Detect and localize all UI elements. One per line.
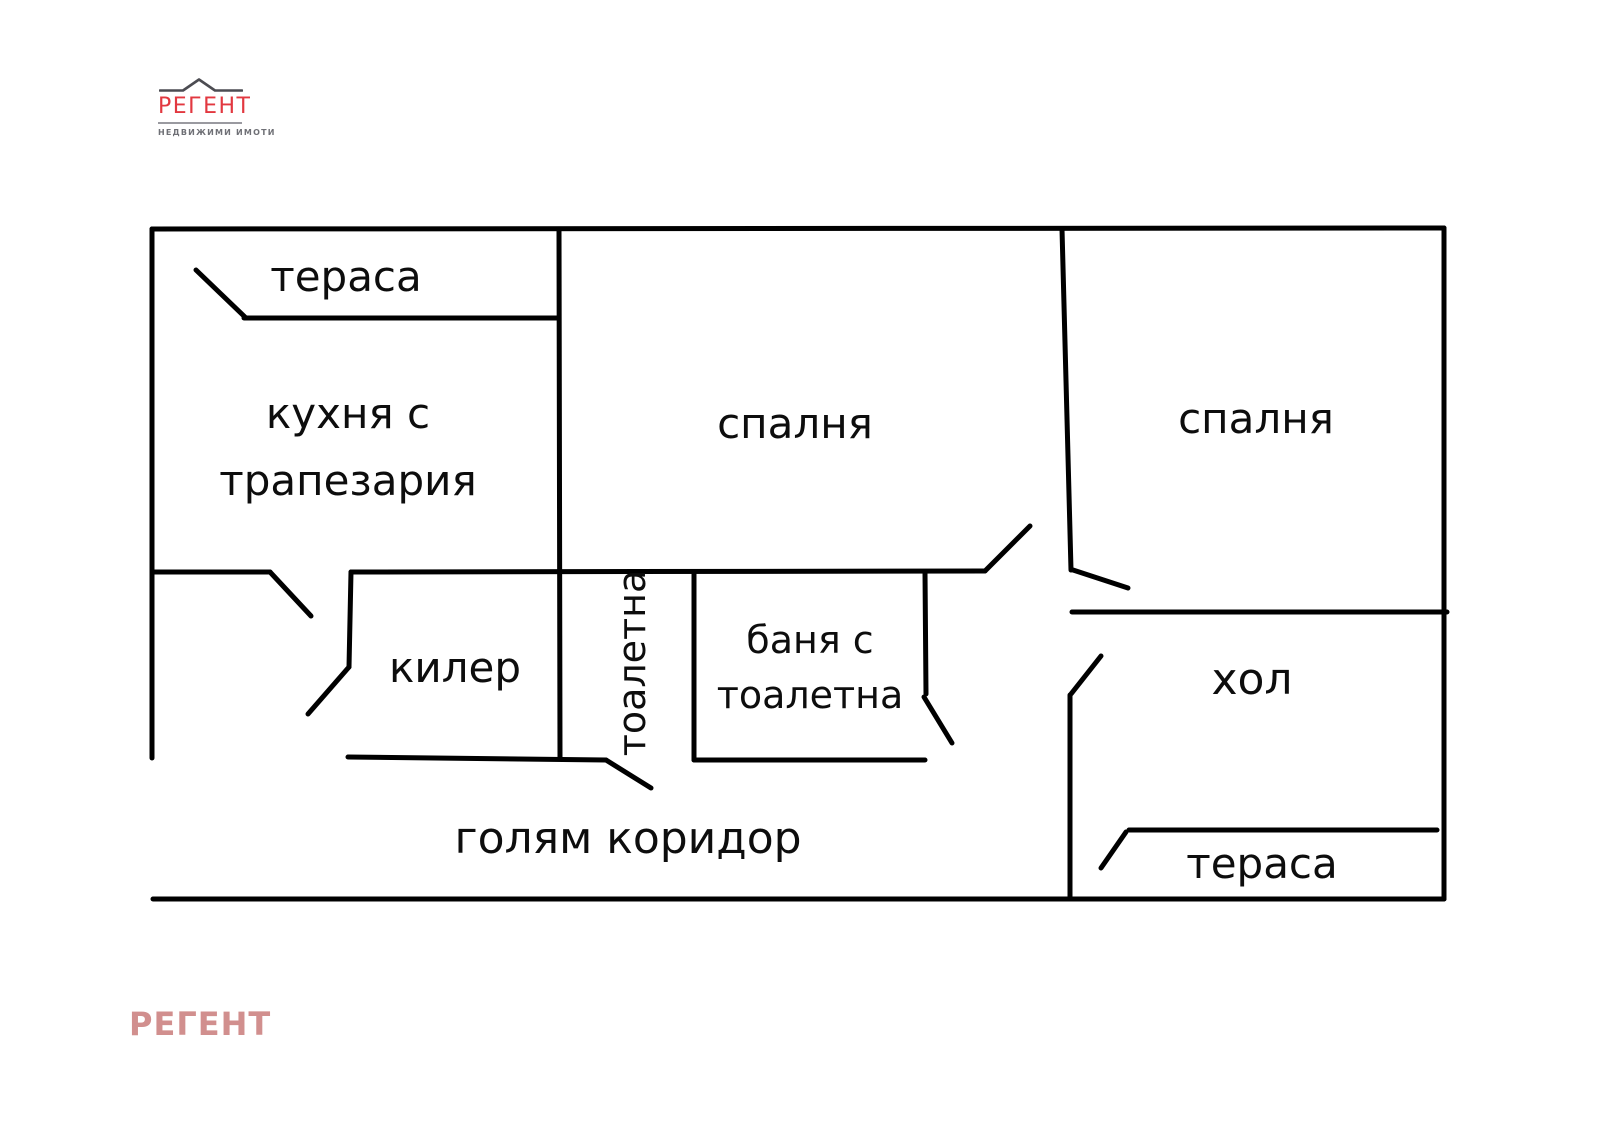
room-label-toilet: тоалетна [610, 569, 654, 757]
door-kitchen [267, 569, 314, 619]
door-hall [1068, 653, 1104, 697]
room-label-bedroom-middle: спалня [717, 399, 873, 448]
room-label-bedroom-right: спалня [1178, 394, 1334, 443]
wall-kitchen-bedroom-divider [556, 226, 563, 761]
door-bathroom [921, 694, 955, 746]
door-toilet [603, 757, 654, 791]
wall-outer-top [149, 225, 1447, 232]
door-bedroom-middle [982, 523, 1033, 574]
door-terrace-bottom [1098, 829, 1129, 871]
door-pantry [305, 664, 352, 717]
room-label-hall: хол [1211, 654, 1293, 705]
room-label-bathroom-line1: баня с [746, 618, 874, 662]
wall-bathroom-right [922, 569, 929, 697]
room-label-terrace-bottom: тераса [1186, 839, 1338, 888]
room-label-kitchen-line2: трапезария [219, 456, 477, 505]
room-label-kitchen-line1: кухня с [265, 389, 431, 438]
logo-brand-text: РЕГЕНТ [158, 94, 252, 119]
footer-brand: РЕГЕНТ [129, 1005, 272, 1043]
door-bedroom-right [1070, 567, 1131, 591]
wall-pantry-left [346, 569, 354, 670]
logo-tagline: НЕДВИЖИМИ ИМОТИ [158, 128, 276, 137]
roof-icon [159, 78, 243, 92]
room-label-pantry: килер [388, 643, 522, 692]
room-label-corridor: голям коридор [454, 813, 802, 864]
wall-bedroom-right-left [1059, 226, 1074, 573]
logo-divider [158, 122, 242, 124]
door-terrace-top [193, 267, 249, 321]
wall-mid-horizontal [348, 568, 988, 575]
wall-pantry-toilet-bottom [345, 754, 609, 763]
room-label-bathroom-line2: тоалетна [716, 673, 904, 717]
room-label-terrace-top: тераса [270, 252, 422, 301]
agency-logo: РЕГЕНТ НЕДВИЖИМИ ИМОТИ [158, 78, 276, 137]
